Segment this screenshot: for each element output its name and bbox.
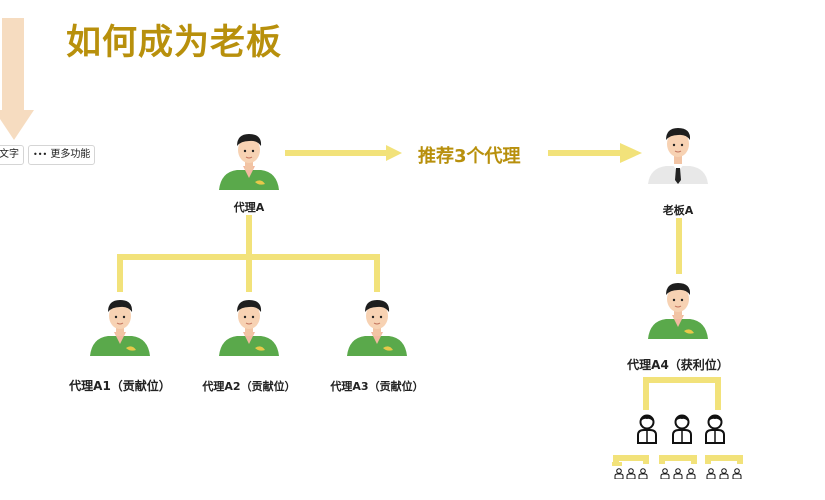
leaf-bracket-2 xyxy=(659,455,697,464)
arrow-head-right xyxy=(620,143,642,163)
agent-a4-label: 代理A4（获利位） xyxy=(627,358,729,372)
flow-recommend-text: 推荐3个代理 xyxy=(418,146,521,167)
sub-agent-icon xyxy=(637,414,657,444)
boss-a-avatar xyxy=(648,128,708,184)
agent-a3-label: 代理A3（贡献位） xyxy=(330,380,424,393)
more-features-button[interactable]: ••• 更多功能 xyxy=(28,145,96,165)
more-features-label: 更多功能 xyxy=(50,149,91,160)
sub-agent-icon xyxy=(705,414,725,444)
sub-agent-icon xyxy=(672,414,692,444)
leaf-bracket-3 xyxy=(705,455,743,464)
text-button-label: 文字 xyxy=(0,149,19,160)
tiny-agent-icon xyxy=(706,468,716,479)
page-title: 如何成为老板 xyxy=(66,23,283,63)
agent-a3-avatar xyxy=(347,300,407,356)
tiny-agent-icon xyxy=(614,468,624,479)
agent-a2-label: 代理A2（贡献位） xyxy=(202,380,296,393)
boss-a-label: 老板A xyxy=(662,204,694,217)
tree-connector-agent-a-right xyxy=(249,254,380,292)
tiny-agent-icon xyxy=(660,468,670,479)
text-button[interactable]: 文字 xyxy=(0,145,24,165)
down-arrow-icon xyxy=(0,18,34,140)
more-dots-icon: ••• xyxy=(33,150,48,159)
agent-a1-avatar xyxy=(90,300,150,356)
agent-a4-avatar xyxy=(648,283,708,339)
leaf-bracket-1 xyxy=(613,455,649,464)
agent-a-avatar xyxy=(219,134,279,190)
agent-a-label: 代理A xyxy=(233,201,265,214)
tiny-agent-icon xyxy=(638,468,648,479)
tiny-agent-icon xyxy=(732,468,742,479)
tiny-agent-icon xyxy=(719,468,729,479)
tree-connector-agent-a xyxy=(117,215,252,292)
tiny-agent-icon xyxy=(686,468,696,479)
tiny-agent-icon xyxy=(673,468,683,479)
tiny-agent-icon xyxy=(626,468,636,479)
arrow-head-left xyxy=(386,145,402,161)
agent-a1-label: 代理A1（贡献位） xyxy=(69,379,171,393)
agent-a2-avatar xyxy=(219,300,279,356)
a4-children-connector xyxy=(643,377,721,410)
